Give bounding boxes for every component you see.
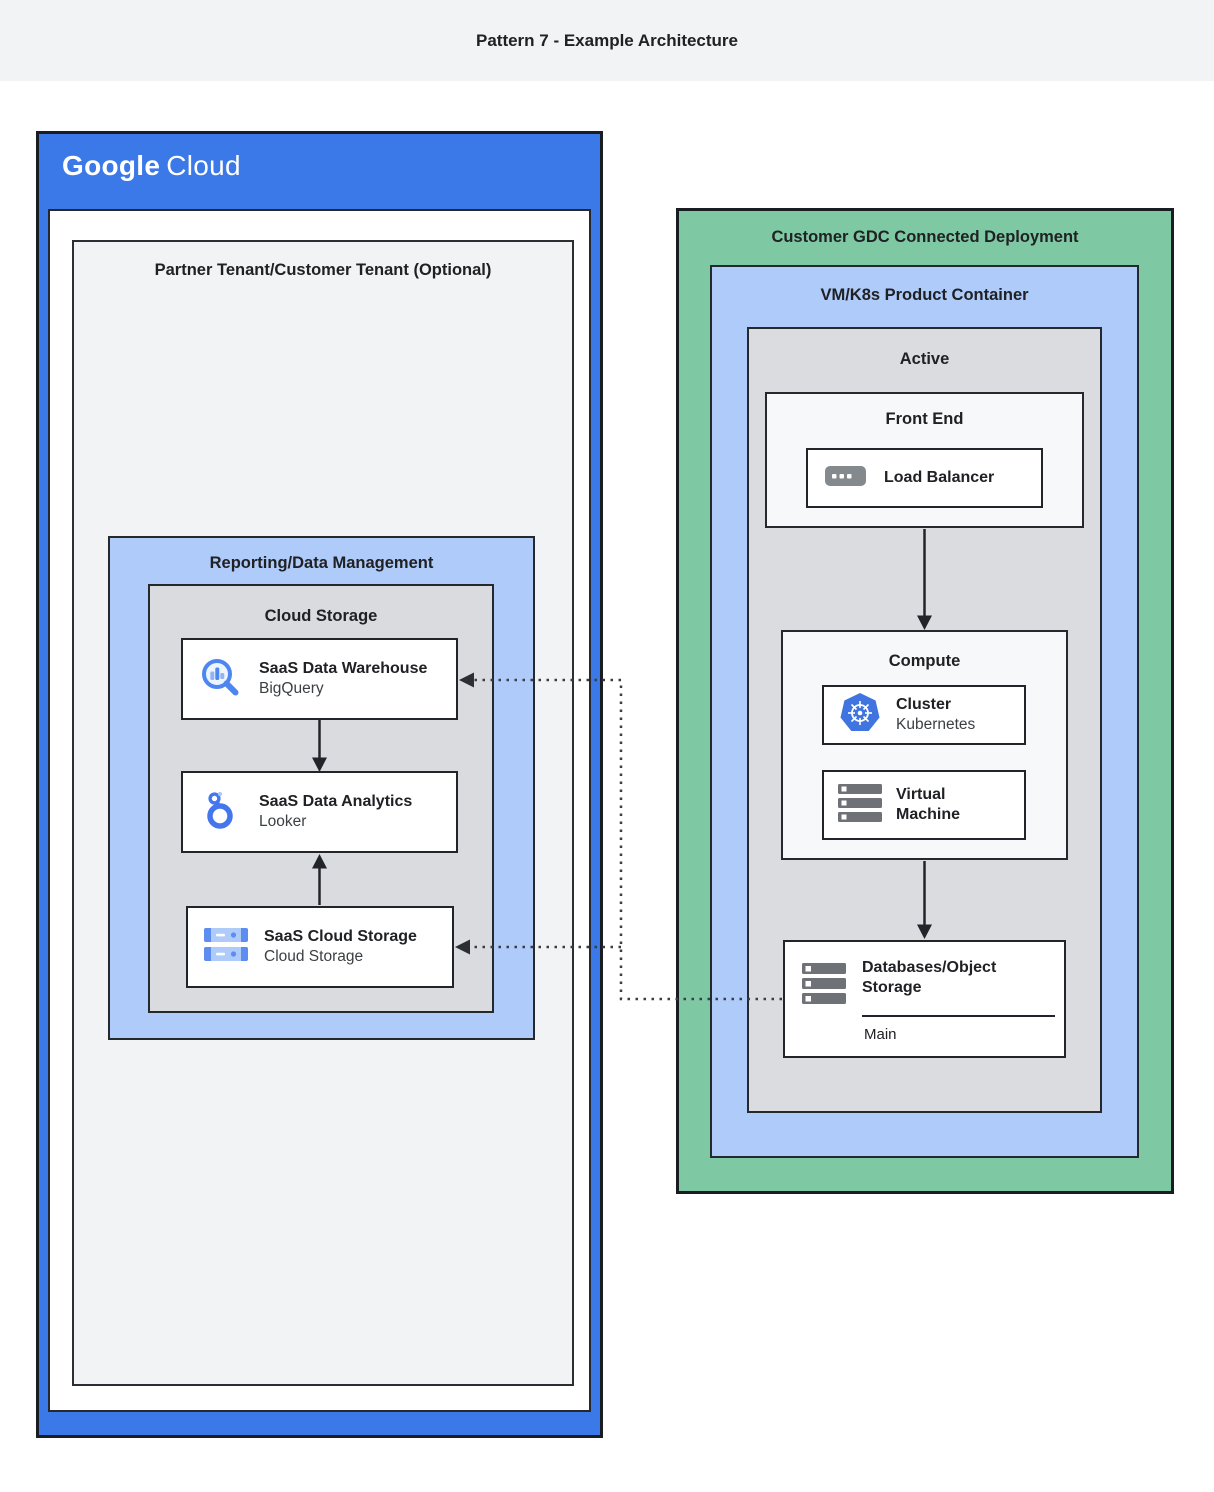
card-load-balancer: Load Balancer bbox=[806, 448, 1043, 508]
kubernetes-icon bbox=[838, 691, 882, 740]
card-cluster: Cluster Kubernetes bbox=[822, 685, 1026, 745]
diagram-title-bar: Pattern 7 - Example Architecture bbox=[0, 0, 1214, 81]
compute-label: Compute bbox=[888, 652, 961, 670]
card-saas-data-warehouse: SaaS Data Warehouse BigQuery bbox=[181, 638, 458, 720]
page-title: Pattern 7 - Example Architecture bbox=[475, 30, 738, 50]
card-virtual-machine: Virtual Machine bbox=[822, 770, 1026, 840]
cloud-storage-icon bbox=[204, 927, 248, 968]
google-cloud-logo-cloud: Cloud bbox=[166, 150, 241, 181]
card-saas-cloud-storage: SaaS Cloud Storage Cloud Storage bbox=[186, 906, 454, 988]
cloud-storage-group-label: Cloud Storage bbox=[264, 607, 378, 625]
load-balancer-icon bbox=[825, 465, 866, 491]
looker-icon bbox=[199, 789, 241, 836]
card-saas-data-analytics: SaaS Data Analytics Looker bbox=[181, 771, 458, 853]
reporting-label: Reporting/Data Management bbox=[209, 554, 434, 572]
google-cloud-logo-google: Google bbox=[62, 150, 161, 181]
card-title: Load Balancer bbox=[884, 469, 995, 486]
front-end-label: Front End bbox=[885, 410, 964, 428]
vm-k8s-label: VM/K8s Product Container bbox=[820, 286, 1029, 304]
card-divider bbox=[862, 1015, 1055, 1017]
card-subtitle: Kubernetes bbox=[896, 716, 976, 734]
card-subtitle: BigQuery bbox=[259, 680, 324, 698]
card-subtitle: Cloud Storage bbox=[264, 948, 364, 966]
bigquery-icon bbox=[199, 656, 241, 703]
server-icon bbox=[838, 783, 882, 827]
card-footer-label: Main bbox=[864, 1026, 897, 1043]
card-title: Cluster bbox=[896, 696, 952, 714]
card-title: SaaS Data Analytics bbox=[259, 793, 413, 811]
partner-tenant-label: Partner Tenant/Customer Tenant (Optional… bbox=[154, 261, 492, 279]
card-title: SaaS Data Warehouse bbox=[259, 660, 428, 678]
card-databases-object-storage: Databases/Object Storage Main bbox=[783, 940, 1066, 1058]
card-title: SaaS Cloud Storage bbox=[264, 928, 417, 946]
customer-gdc-label: Customer GDC Connected Deployment bbox=[771, 228, 1079, 246]
card-subtitle: Looker bbox=[259, 813, 307, 831]
database-server-icon bbox=[802, 963, 846, 1010]
card-title: Virtual Machine bbox=[896, 786, 961, 823]
card-title: Databases/Object Storage bbox=[862, 959, 997, 996]
active-label: Active bbox=[899, 350, 950, 368]
